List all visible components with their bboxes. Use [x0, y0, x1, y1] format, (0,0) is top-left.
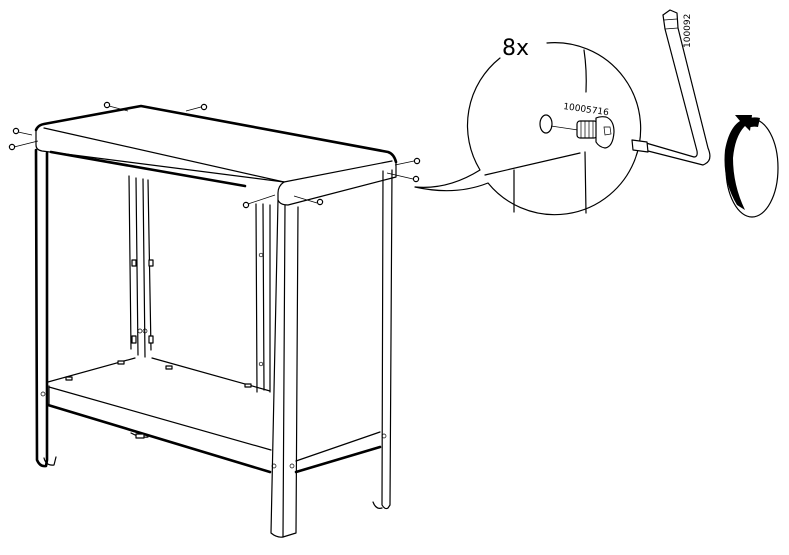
callout-bubble: [414, 42, 642, 216]
screw-icon: [103, 101, 129, 112]
leg-back-right: [372, 169, 393, 510]
leg-front-right: [270, 199, 299, 538]
screw-icon: [386, 172, 420, 183]
hex-key-icon: [631, 9, 711, 166]
clockwise-rotation-icon: [724, 115, 779, 218]
table-top: [34, 104, 398, 206]
screw-icon: [8, 140, 39, 151]
screw-icon: [293, 195, 324, 206]
middle-upright: [128, 175, 154, 358]
table-frame: [8, 101, 421, 538]
screw-icon: [185, 103, 208, 112]
screw-icon: [394, 157, 421, 166]
leg-back-left: [34, 148, 49, 468]
screw-icon: [12, 127, 33, 136]
quantity-label: 8x: [502, 36, 529, 61]
lower-shelf: [40, 357, 387, 474]
hole-icon: [539, 114, 553, 134]
front-side-rail: [255, 203, 271, 393]
screw-part-icon: [576, 116, 615, 149]
screw-part-number: 10005716: [563, 102, 610, 118]
tool-part-number: 100092: [683, 14, 693, 48]
screw-icon: [242, 194, 276, 209]
detail-callout: 8x 10005716 100092: [414, 9, 779, 218]
screws-on-frame: [8, 101, 421, 209]
